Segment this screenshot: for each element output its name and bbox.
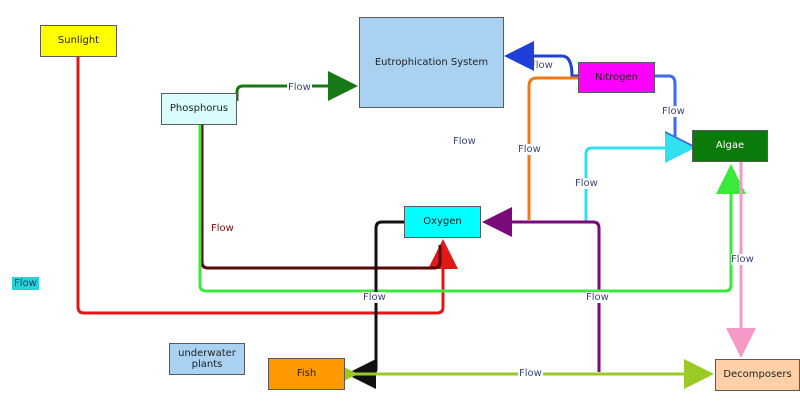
node-nitrogen-label: Nitrogen — [594, 71, 639, 83]
edge-sunlight-oxygen — [76, 57, 458, 315]
node-oxygen-label: Oxygen — [423, 216, 462, 228]
node-decomposers[interactable]: Decomposers — [715, 359, 800, 391]
edge-label-center-free: Flow — [453, 136, 476, 147]
edge-label-nitrogen-eutrophication: Flow — [530, 60, 553, 71]
node-phosphorus-label: Phosphorus — [169, 103, 229, 115]
node-eutrophication-system[interactable]: Eutrophication System — [359, 17, 504, 108]
node-nitrogen[interactable]: Nitrogen — [578, 62, 655, 93]
edge-phosphorus-eutrophication — [235, 71, 358, 101]
node-algae[interactable]: Algae — [692, 130, 768, 162]
node-decomposers-label: Decomposers — [723, 369, 792, 381]
edge-cyan-algae — [584, 133, 695, 222]
edge-phosphorus-oxygen — [200, 125, 442, 270]
edge-purple-oxygen — [482, 207, 601, 372]
node-underwater-plants[interactable]: underwater plants — [169, 343, 245, 375]
node-eutrophication-system-label: Eutrophication System — [374, 56, 489, 68]
node-underwater-plants-label: underwater plants — [178, 347, 236, 371]
node-sunlight-label: Sunlight — [57, 35, 100, 47]
edge-phosphorus-algae — [198, 125, 746, 293]
node-sunlight[interactable]: Sunlight — [40, 25, 117, 57]
edge-label-nitrogen-algae: Flow — [662, 106, 685, 117]
edge-label-oxygen-fish: Flow — [363, 292, 386, 303]
node-algae-label: Algae — [715, 140, 745, 152]
stray-flow-label[interactable]: Flow — [12, 277, 39, 290]
node-fish[interactable]: Fish — [268, 358, 345, 390]
edge-nitrogen-eutrophication — [504, 41, 578, 78]
edge-label-phosphorus-eutrophication: Flow — [287, 82, 312, 93]
edge-label-fish-decomposers: Flow — [518, 368, 543, 379]
edge-oxygen-nitrogen — [527, 76, 578, 220]
node-phosphorus[interactable]: Phosphorus — [161, 93, 237, 125]
edge-label-algae-link: Flow — [575, 178, 598, 189]
edge-label-algae-decomposers: Flow — [731, 254, 754, 265]
edge-label-oxygen-nitrogen: Flow — [518, 144, 541, 155]
edge-label-nitrogen-fish: Flow — [586, 292, 609, 303]
node-fish-label: Fish — [296, 368, 317, 380]
node-oxygen[interactable]: Oxygen — [404, 206, 481, 238]
edge-label-phosphorus-oxygen: Flow — [211, 223, 234, 234]
